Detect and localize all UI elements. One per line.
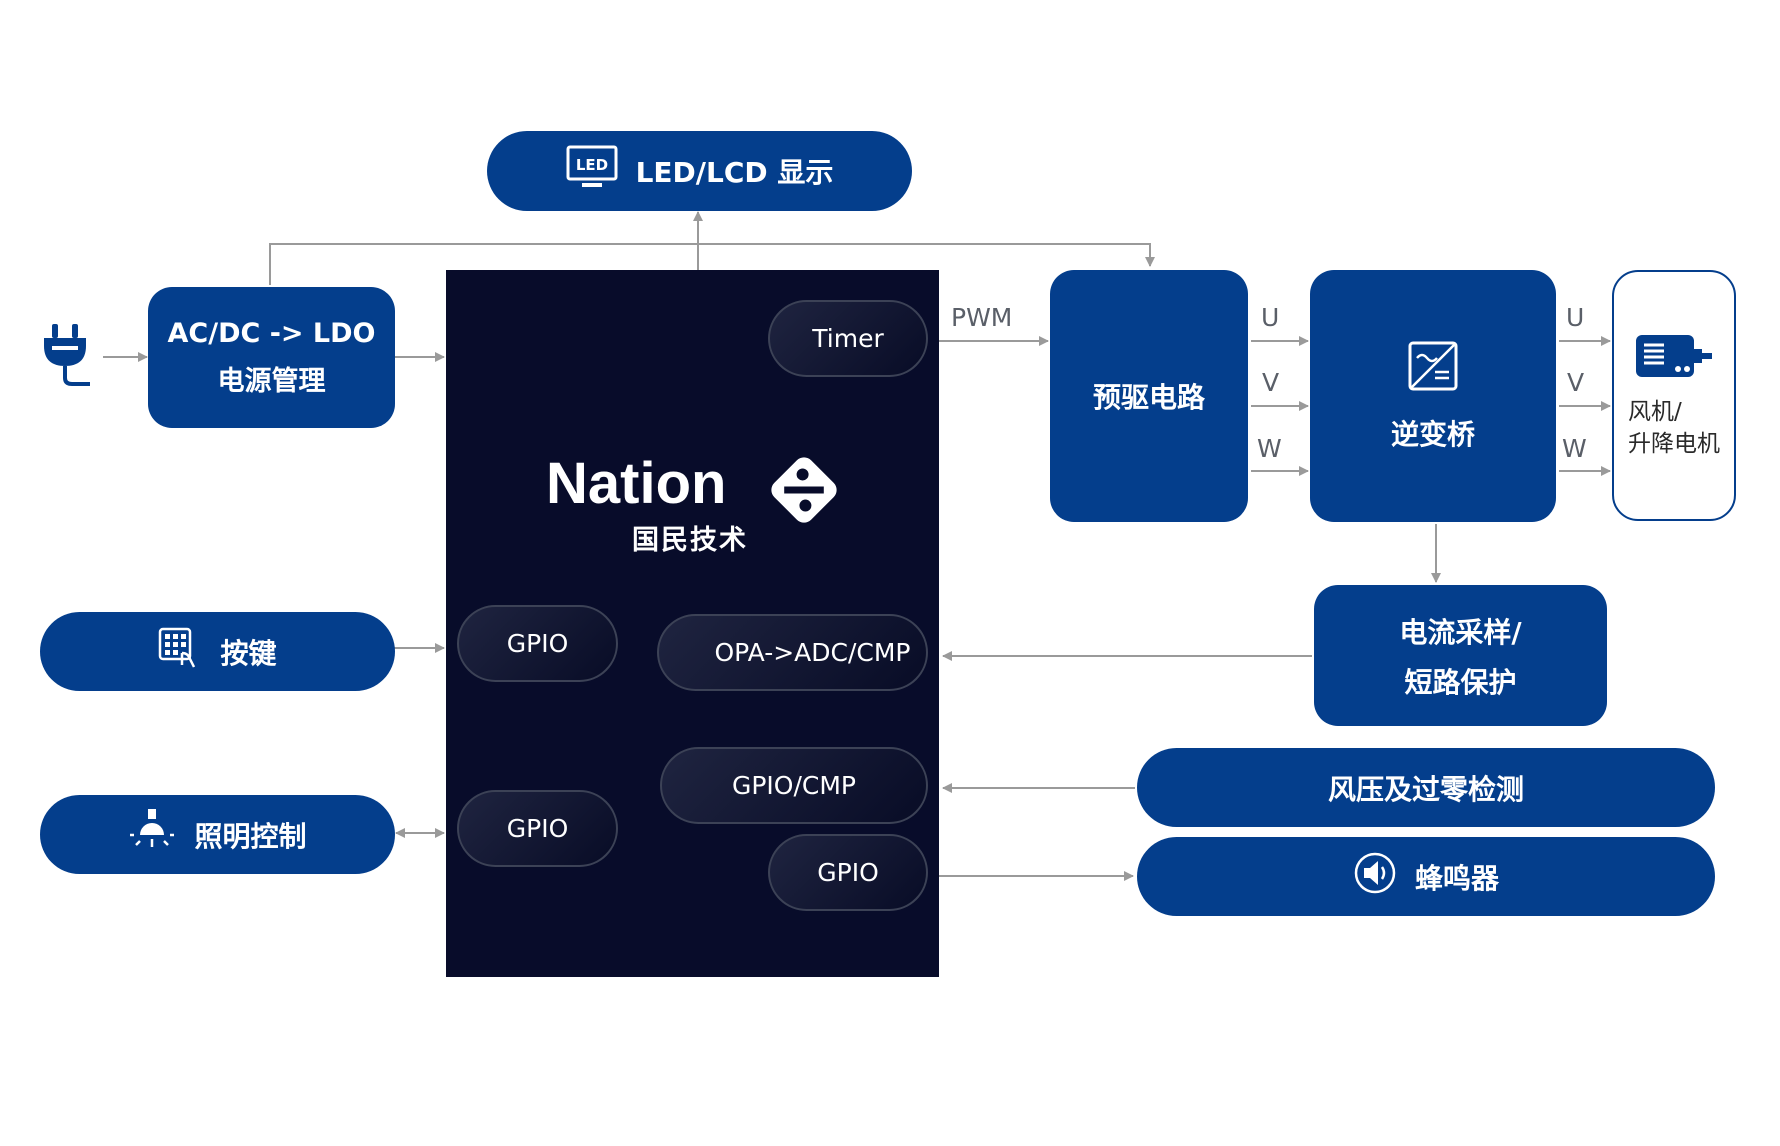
w2-label: W (1562, 434, 1587, 463)
inverter-block: 逆变桥 (1310, 270, 1556, 522)
gpio-buzzer-chip: GPIO (768, 834, 928, 911)
led-icon-text: LED (575, 156, 607, 174)
display-block: LED LED/LCD 显示 (487, 131, 912, 211)
w1-label: W (1257, 434, 1282, 463)
predriver-block: 预驱电路 (1050, 270, 1248, 522)
led-monitor-icon: LED (566, 145, 618, 198)
lighting-block: 照明控制 (40, 795, 395, 874)
gpio-light-chip: GPIO (457, 790, 618, 867)
current-line2: 短路保护 (1404, 665, 1517, 699)
display-label: LED/LCD 显示 (635, 156, 834, 189)
motor-block: 风机/ 升降电机 (1612, 270, 1736, 521)
u2-label: U (1566, 303, 1585, 332)
timer-chip: Timer (768, 300, 928, 377)
gpio-cmp-chip: GPIO/CMP (660, 747, 928, 824)
pressure-detection-block: 风压及过零检测 (1137, 748, 1715, 827)
inverter-label: 逆变桥 (1390, 417, 1475, 451)
lighting-label: 照明控制 (194, 819, 307, 853)
mcu-logo: Nation 国民技术 (546, 450, 866, 560)
keys-block: 按键 (40, 612, 395, 691)
keypad-icon (158, 627, 202, 676)
brand-name-cn: 国民技术 (632, 525, 748, 556)
buzzer-label: 蜂鸣器 (1414, 861, 1499, 895)
opa-adc-cmp-chip: OPA->ADC/CMP (657, 614, 928, 691)
current-sampling-block: 电流采样/ 短路保护 (1314, 585, 1607, 726)
power-line1: AC/DC -> LDO (167, 317, 376, 349)
gpio-keys-chip: GPIO (457, 605, 618, 682)
pressure-label: 风压及过零检测 (1327, 772, 1524, 806)
v2-label: V (1567, 368, 1585, 397)
lamp-icon (128, 807, 176, 862)
pwm-label: PWM (951, 303, 1013, 332)
power-management-block: AC/DC -> LDO 电源管理 (148, 287, 395, 428)
nation-logo-icon (764, 450, 844, 534)
current-line1: 电流采样/ (1399, 615, 1522, 649)
brand-name: Nation (546, 451, 727, 516)
keys-label: 按键 (220, 636, 277, 670)
bus-line (269, 243, 1155, 285)
motor-line2: 升降电机 (1628, 431, 1720, 457)
inverter-icon (1407, 340, 1459, 399)
power-line2: 电源管理 (217, 365, 326, 397)
motor-icon (1634, 331, 1714, 390)
u1-label: U (1261, 303, 1280, 332)
power-plug-icon (40, 322, 96, 388)
speaker-icon (1353, 851, 1397, 902)
v1-label: V (1262, 368, 1280, 397)
predriver-label: 预驱电路 (1092, 381, 1205, 414)
buzzer-block: 蜂鸣器 (1137, 837, 1715, 916)
motor-line1: 风机/ (1628, 399, 1682, 425)
